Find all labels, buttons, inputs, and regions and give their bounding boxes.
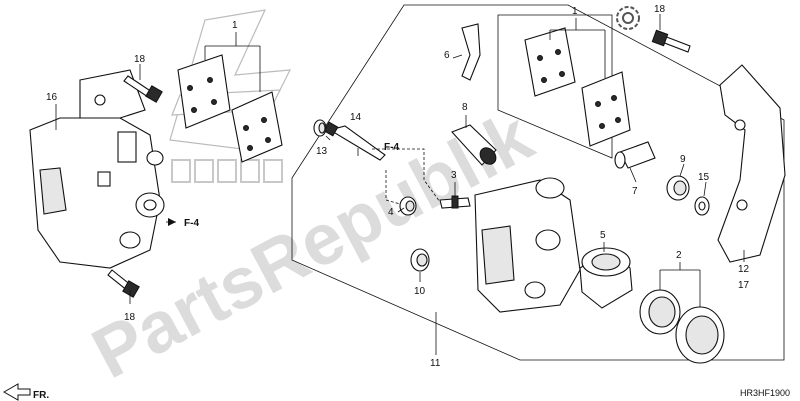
callout-4: 4: [388, 207, 394, 218]
callout-2: 2: [676, 250, 682, 261]
bleeder-cap: [399, 196, 417, 216]
bolt-upper-left: [123, 75, 163, 103]
assembly-outline: [291, 4, 785, 361]
callout-11: 11: [430, 358, 441, 369]
brake-pad-set-right: [524, 27, 631, 147]
leader-lines: [55, 14, 745, 355]
diagram-code: HR3HF1900: [740, 388, 790, 398]
dust-boot: [313, 119, 327, 137]
brake-pad-set-left: [177, 54, 283, 163]
caliper-body: [474, 177, 581, 313]
bleeder-screw: [439, 195, 471, 209]
callout-18-upper-right: 18: [654, 4, 666, 15]
piston-seal-set: [639, 289, 725, 364]
callout-9: 9: [680, 154, 686, 165]
slide-pin: [323, 121, 386, 161]
piston-seal: [410, 248, 430, 272]
f4-arrow-icon: [168, 218, 176, 226]
callout-1-right: 1: [572, 6, 578, 17]
callout-16: 16: [46, 92, 58, 103]
caliper-pin: [614, 141, 656, 169]
pin-boot-small: [666, 175, 690, 201]
callout-10: 10: [414, 286, 426, 297]
front-direction-label: FR.: [33, 390, 49, 401]
pad-group-box: [497, 14, 613, 159]
callout-1-left: 1: [232, 20, 238, 31]
callout-3: 3: [451, 170, 457, 181]
bolt-upper-right: [651, 29, 691, 53]
washer: [694, 196, 710, 216]
callout-12: 12: [738, 264, 750, 275]
front-arrow-icon: [2, 383, 31, 401]
callout-17: 17: [738, 280, 750, 291]
callout-15: 15: [698, 172, 710, 183]
callout-18-upper-left: 18: [134, 54, 146, 65]
callout-6: 6: [444, 50, 450, 61]
bolt-lower-left: [107, 269, 140, 298]
callout-5: 5: [600, 230, 606, 241]
callout-13: 13: [316, 146, 328, 157]
ref-f4-left: F-4: [184, 218, 199, 229]
callout-14: 14: [350, 112, 362, 123]
ref-f4-center: F-4: [384, 142, 399, 153]
callout-8: 8: [462, 102, 468, 113]
caliper-bracket: [717, 64, 786, 263]
caliper-piston: [579, 247, 633, 309]
gear-icon[interactable]: [616, 6, 640, 30]
callout-7: 7: [632, 186, 638, 197]
callout-18-lower-left: 18: [124, 312, 136, 323]
pad-spring: [461, 23, 481, 81]
pin-boot: [451, 124, 497, 166]
